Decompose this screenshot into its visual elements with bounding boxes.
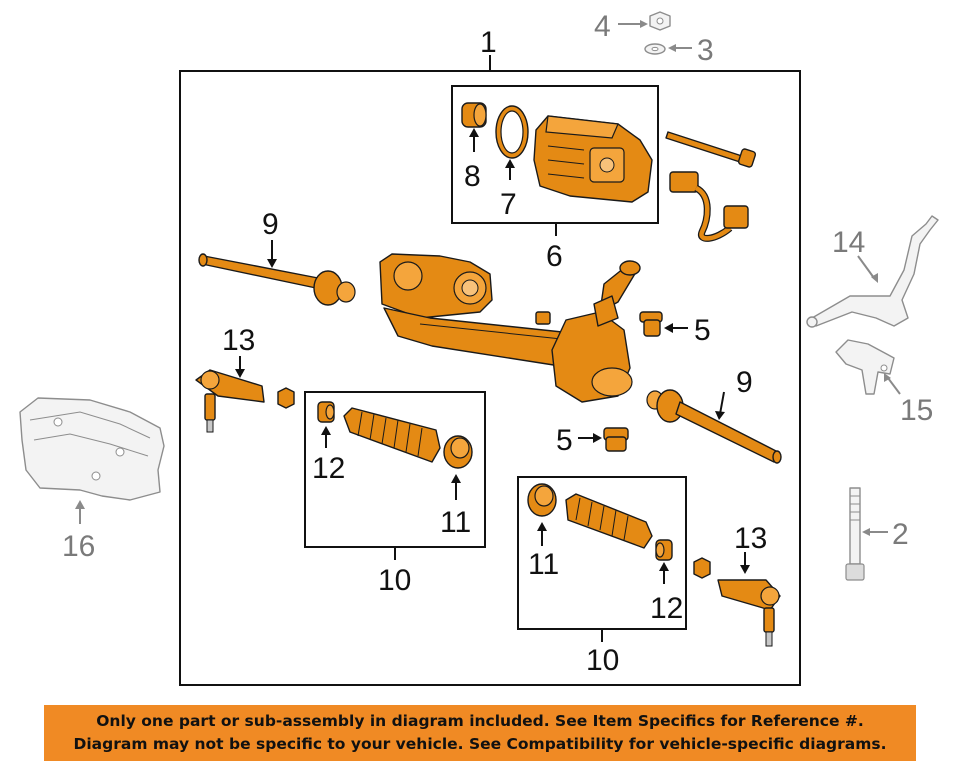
callout-9-right: 9: [736, 366, 753, 399]
callout-3: 3: [697, 34, 714, 67]
callout-6: 6: [546, 240, 563, 273]
callout-10-left: 10: [378, 564, 411, 597]
inner-tie-rod-right: [646, 389, 782, 464]
boot-ring-right: [527, 483, 557, 517]
callout-11-right: 11: [528, 548, 559, 581]
callout-2: 2: [892, 518, 909, 551]
boot-clamp-right: [655, 539, 673, 561]
callout-8: 8: [464, 160, 481, 193]
callout-5-lower: 5: [556, 424, 573, 457]
disclaimer-banner: Only one part or sub-assembly in diagram…: [44, 705, 916, 761]
disclaimer-line-2: Diagram may not be specific to your vehi…: [73, 735, 887, 753]
inner-tie-rod-left: [198, 253, 356, 306]
bolt-part-2: [845, 487, 865, 581]
callout-16: 16: [62, 530, 95, 563]
callout-12-right: 12: [650, 592, 683, 625]
callout-15: 15: [900, 394, 933, 427]
bracket-part-14: [806, 215, 939, 328]
callout-10-right: 10: [586, 644, 619, 677]
disclaimer-line-1: Only one part or sub-assembly in diagram…: [96, 712, 864, 730]
jam-nut-right: [693, 557, 711, 579]
mount-bushing-lower: [603, 427, 629, 452]
mount-bushing-upper: [639, 311, 663, 337]
callout-12-left: 12: [312, 452, 345, 485]
callout-11-left: 11: [440, 506, 471, 539]
bracket-part-15: [835, 339, 895, 395]
callout-13-left: 13: [222, 324, 255, 357]
motor-bolt: [665, 131, 757, 168]
callout-4: 4: [594, 10, 611, 43]
jam-nut-left: [277, 387, 295, 409]
assist-motor: [533, 115, 653, 203]
callout-14: 14: [832, 226, 865, 259]
callout-7: 7: [500, 188, 517, 221]
outer-tie-rod-end-left: [195, 369, 265, 433]
callout-9-left: 9: [262, 208, 279, 241]
bearing-part-8: [461, 102, 487, 128]
callout-5-upper: 5: [694, 314, 711, 347]
boot-ring-left: [443, 435, 473, 469]
callout-1: 1: [480, 26, 497, 59]
callout-13-right: 13: [734, 522, 767, 555]
nut-part-4: [649, 11, 671, 31]
main-assembly-frame: [179, 70, 801, 686]
rack-boot-left: [343, 407, 441, 463]
rack-boot-right: [565, 493, 653, 549]
washer-part-3: [644, 43, 666, 55]
heat-shield-part-16: [19, 397, 165, 501]
boot-clamp-left: [317, 401, 335, 423]
seal-ring-part-7: [495, 105, 529, 159]
outer-tie-rod-end-right: [717, 579, 781, 647]
steering-rack-housing: [379, 253, 641, 403]
motor-wiring-harness: [669, 171, 749, 242]
